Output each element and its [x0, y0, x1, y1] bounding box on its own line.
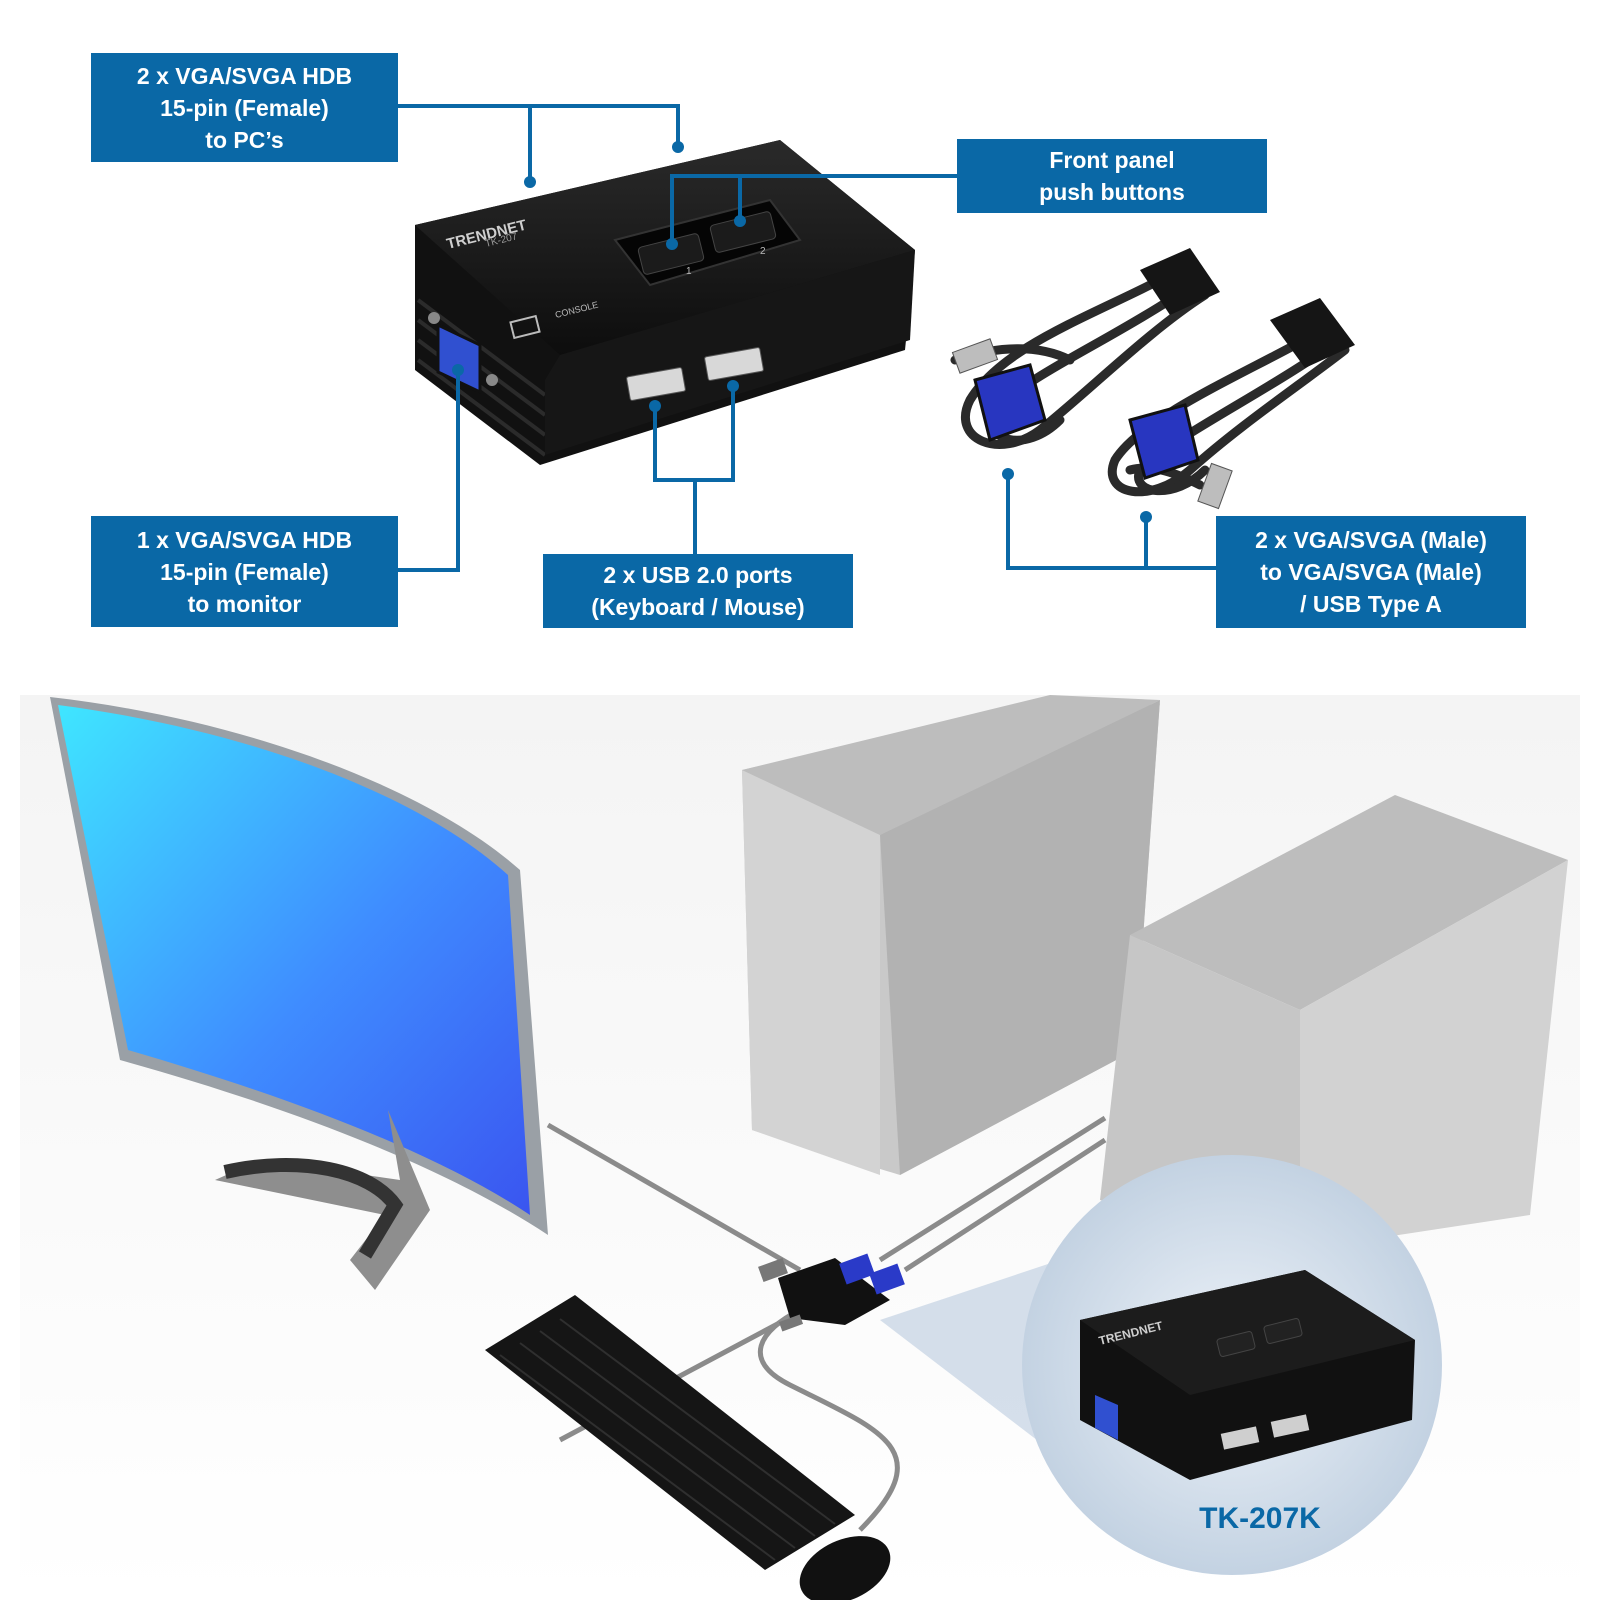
callout-usb-ports: 2 x USB 2.0 ports (Keyboard / Mouse): [543, 554, 853, 628]
callout-line: 1 x VGA/SVGA HDB: [136, 526, 353, 553]
callout-line: push buttons: [1039, 179, 1185, 205]
callout-dots: [452, 141, 1152, 523]
callout-line: 2 x VGA/SVGA (Male): [1255, 527, 1487, 553]
kvm-in-scene: [758, 1253, 905, 1332]
cables-image: [950, 248, 1355, 510]
callout-line: to VGA/SVGA (Male): [1260, 559, 1482, 585]
callout-line: to PC’s: [205, 126, 284, 153]
callout-line: 15-pin (Female): [160, 94, 329, 121]
setup-scene: TRENDNET: [20, 695, 1580, 1600]
callout-leaders: [398, 104, 1216, 572]
callout-line: Front panel: [1049, 147, 1175, 173]
callout-vga-to-pcs: 2 x VGA/SVGA HDB 15-pin (Female) to PC’s: [91, 53, 398, 162]
callout-line: 15-pin (Female): [160, 558, 329, 585]
callout-line: (Keyboard / Mouse): [591, 594, 805, 620]
mouse: [799, 1536, 891, 1600]
button-number-2: 2: [760, 246, 766, 257]
keyboard: [485, 1295, 855, 1570]
monitor: [50, 697, 548, 1290]
callout-line: to monitor: [187, 590, 302, 617]
inset-model-label: TK-207K: [1199, 1502, 1321, 1535]
callout-line: 2 x USB 2.0 ports: [603, 562, 793, 588]
button-number-1: 1: [686, 266, 692, 277]
callout-line: 2 x VGA/SVGA HDB: [136, 62, 353, 89]
kvm-switch-image: TRENDNET TK-207 CONSOLE 1 2: [415, 140, 915, 465]
callout-vga-to-monitor: 1 x VGA/SVGA HDB 15-pin (Female) to moni…: [91, 516, 398, 627]
callout-cables: 2 x VGA/SVGA (Male) to VGA/SVGA (Male) /…: [1216, 516, 1526, 628]
callout-line: / USB Type A: [1300, 591, 1442, 617]
inset-magnifier: TRENDNET: [880, 1155, 1442, 1575]
callout-front-panel-buttons: Front panel push buttons: [957, 139, 1267, 213]
pc-tower-back: [742, 695, 1160, 1175]
